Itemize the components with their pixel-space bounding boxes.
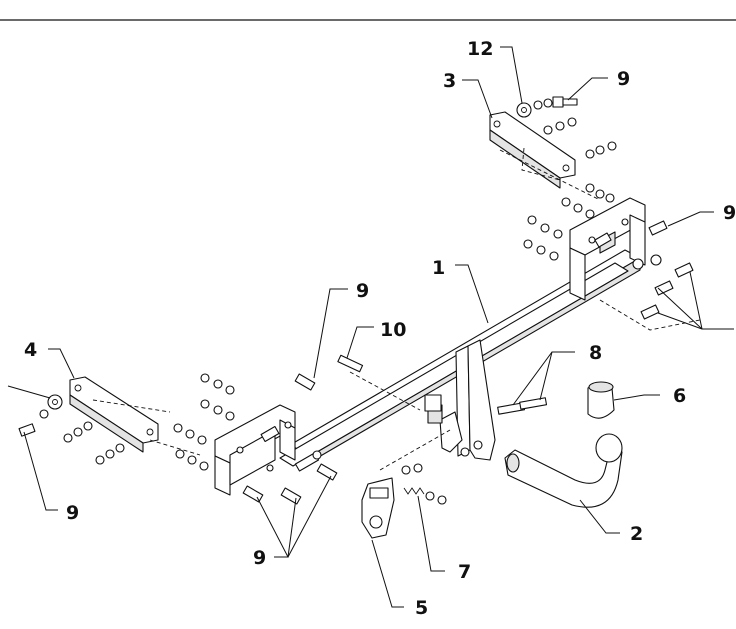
callout-9-mid: 9	[356, 280, 369, 302]
callout-2: 2	[630, 523, 643, 545]
callout-7: 7	[458, 561, 471, 583]
callout-5: 5	[415, 597, 428, 619]
callout-4: 4	[24, 339, 37, 361]
tow-ball-neck-2	[504, 433, 623, 508]
bolts-8	[497, 397, 548, 415]
callout-12: 12	[467, 38, 493, 60]
tow-ball-cover-6	[587, 381, 615, 419]
center-hitch-plates	[424, 339, 496, 461]
callout-6: 6	[673, 385, 686, 407]
callout-9-top: 9	[617, 68, 630, 90]
assembly-dashed-lines	[92, 147, 701, 471]
fastener-cluster-right-bracket	[523, 183, 694, 320]
bolt-10	[337, 354, 364, 373]
callout-1: 1	[432, 257, 445, 279]
right-mounting-bracket	[569, 197, 662, 301]
left-mounting-bracket	[214, 404, 322, 496]
callout-9-left: 9	[66, 502, 79, 524]
fastener-cluster-top-right	[516, 96, 617, 159]
callout-3: 3	[443, 70, 456, 92]
clamp-plate-3	[489, 111, 576, 189]
callout-9-right: 9	[723, 202, 736, 224]
spring-bolt-7	[401, 463, 447, 505]
callout-8: 8	[589, 342, 602, 364]
callout-9-bottom: 9	[253, 547, 266, 569]
fastener-cluster-left	[18, 394, 125, 465]
fastener-cluster-left-bracket	[173, 373, 338, 505]
socket-plate-5	[361, 477, 395, 539]
clamp-plate-4	[69, 376, 159, 453]
leader-lines	[7, 46, 734, 608]
callout-10: 10	[380, 319, 406, 341]
